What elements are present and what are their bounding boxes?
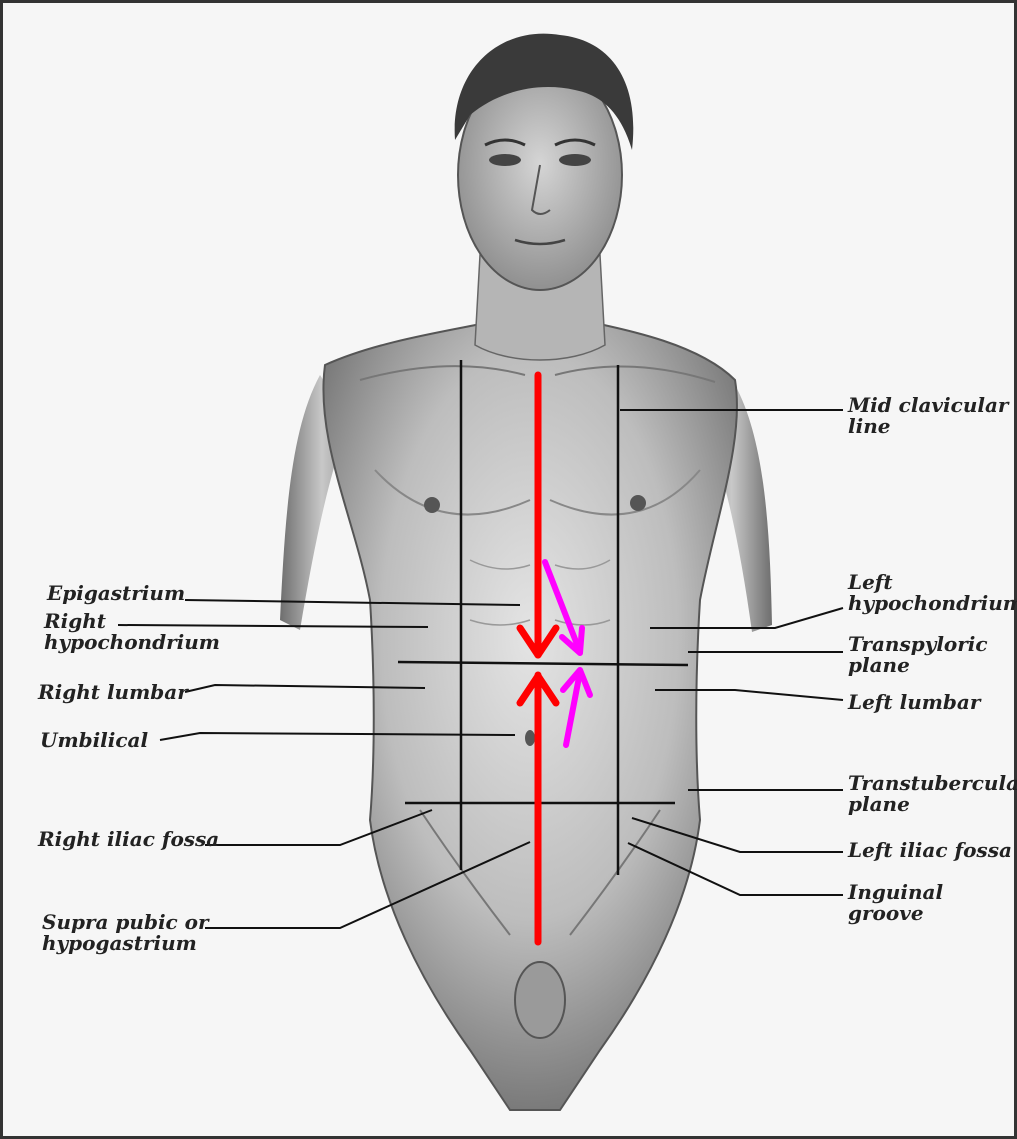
- genital-region: [515, 962, 565, 1038]
- left-nipple: [630, 495, 646, 511]
- label-left-lumbar: Left lumbar: [848, 692, 980, 713]
- label-transtubercular-plane: Transtubercular plane: [848, 773, 1017, 815]
- label-mid-clavicular-line: Mid clavicular line: [848, 395, 1008, 437]
- label-left-iliac-fossa: Left iliac fossa: [848, 840, 1012, 861]
- label-inguinal-groove: Inguinal groove: [848, 882, 1017, 924]
- label-supra-pubic: Supra pubic or hypogastrium: [42, 912, 209, 954]
- label-right-hypochondrium: Right hypochondrium: [44, 611, 220, 653]
- right-eye: [489, 154, 521, 166]
- label-left-hypochondrium: Left hypochondrium: [848, 572, 1017, 614]
- label-umbilical: Umbilical: [40, 730, 148, 751]
- label-epigastrium: Epigastrium: [47, 583, 185, 604]
- right-nipple: [424, 497, 440, 513]
- umbilicus: [525, 730, 535, 746]
- left-eye: [559, 154, 591, 166]
- label-right-lumbar: Right lumbar: [38, 682, 188, 703]
- label-transpyloric-plane: Transpyloric plane: [848, 634, 988, 676]
- label-right-iliac-fossa: Right iliac fossa: [38, 829, 219, 850]
